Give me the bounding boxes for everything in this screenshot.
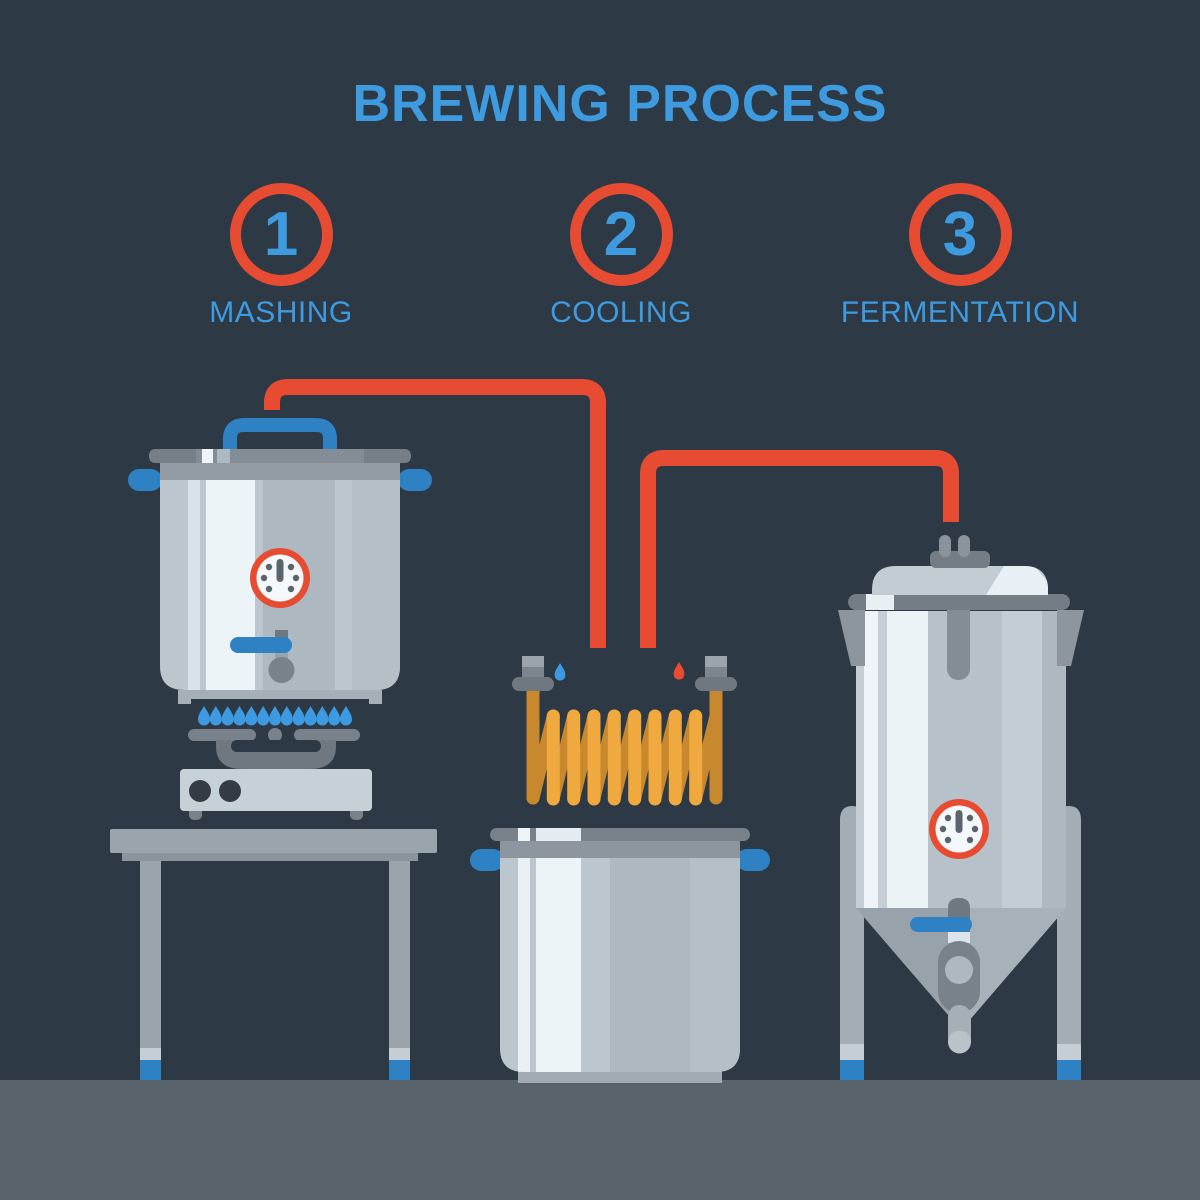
step-label-cooling: COOLING	[550, 296, 692, 329]
kettle-base	[518, 1070, 722, 1083]
fermenter-dome	[872, 566, 1048, 595]
fermenter-foot	[840, 1060, 864, 1080]
coil-tubes	[546, 709, 703, 806]
airlock-prong	[939, 535, 951, 557]
spigot-valve	[230, 630, 295, 683]
fermenter-rim	[848, 594, 1070, 610]
side-handle	[736, 849, 770, 871]
step-number: 3	[942, 199, 978, 269]
kettle	[470, 828, 770, 1083]
side-handle	[470, 849, 504, 871]
pipe-mash-to-cooling	[264, 379, 606, 648]
kettle-body	[500, 858, 740, 1072]
step-label-fermentation: FERMENTATION	[840, 296, 1080, 329]
pressure-gauge-icon	[250, 548, 310, 608]
side-handle	[128, 469, 162, 491]
thermowell	[947, 600, 970, 680]
table-foot	[140, 1060, 161, 1080]
leg-bracket	[1057, 610, 1084, 666]
table	[110, 829, 437, 1080]
table-foot-cap	[140, 1048, 161, 1060]
valve-handle	[910, 917, 972, 932]
fermenter-foot	[1057, 1060, 1081, 1080]
numbered-circle-icon: 3	[908, 183, 1012, 286]
pressure-gauge-icon	[929, 799, 989, 859]
step-marker-2: 2 COOLING	[501, 183, 741, 330]
water-drop-icon	[554, 663, 566, 681]
table-foot-cap	[389, 1048, 410, 1060]
side-handle	[398, 469, 432, 491]
hotplate-knob	[189, 780, 211, 802]
floor	[0, 1080, 1200, 1200]
step-marker-3: 3 FERMENTATION	[840, 183, 1080, 330]
spigot-handle	[230, 637, 292, 653]
pot-base	[178, 690, 382, 699]
table-foot	[389, 1060, 410, 1080]
hot-wort-drop-icon	[673, 662, 685, 680]
mash-tun	[128, 418, 432, 704]
lid	[149, 449, 411, 463]
pot-shoulder	[160, 463, 400, 481]
cooling-coil	[512, 656, 737, 806]
page-title: BREWING PROCESS	[352, 75, 888, 133]
airlock-prong	[958, 535, 970, 557]
gas-flame-icon	[198, 706, 352, 726]
bottom-dump-valve	[910, 898, 980, 1054]
fermenter	[838, 535, 1084, 1080]
leg-bracket	[838, 610, 865, 666]
coil-outlet-fitting	[695, 656, 737, 691]
coil-inlet-fitting	[512, 656, 554, 691]
hotplate-knob	[219, 780, 241, 802]
step-label-mashing: MASHING	[209, 296, 353, 329]
step-number: 1	[263, 199, 299, 269]
lid-handle	[223, 418, 337, 455]
kettle-shoulder	[500, 841, 740, 858]
gas-burner	[180, 706, 372, 820]
step-marker-1: 1 MASHING	[161, 183, 401, 330]
pipe-cooling-to-fermenter	[640, 450, 959, 648]
numbered-circle-icon: 2	[569, 183, 673, 286]
numbered-circle-icon: 1	[229, 183, 333, 286]
step-number: 2	[603, 199, 639, 269]
